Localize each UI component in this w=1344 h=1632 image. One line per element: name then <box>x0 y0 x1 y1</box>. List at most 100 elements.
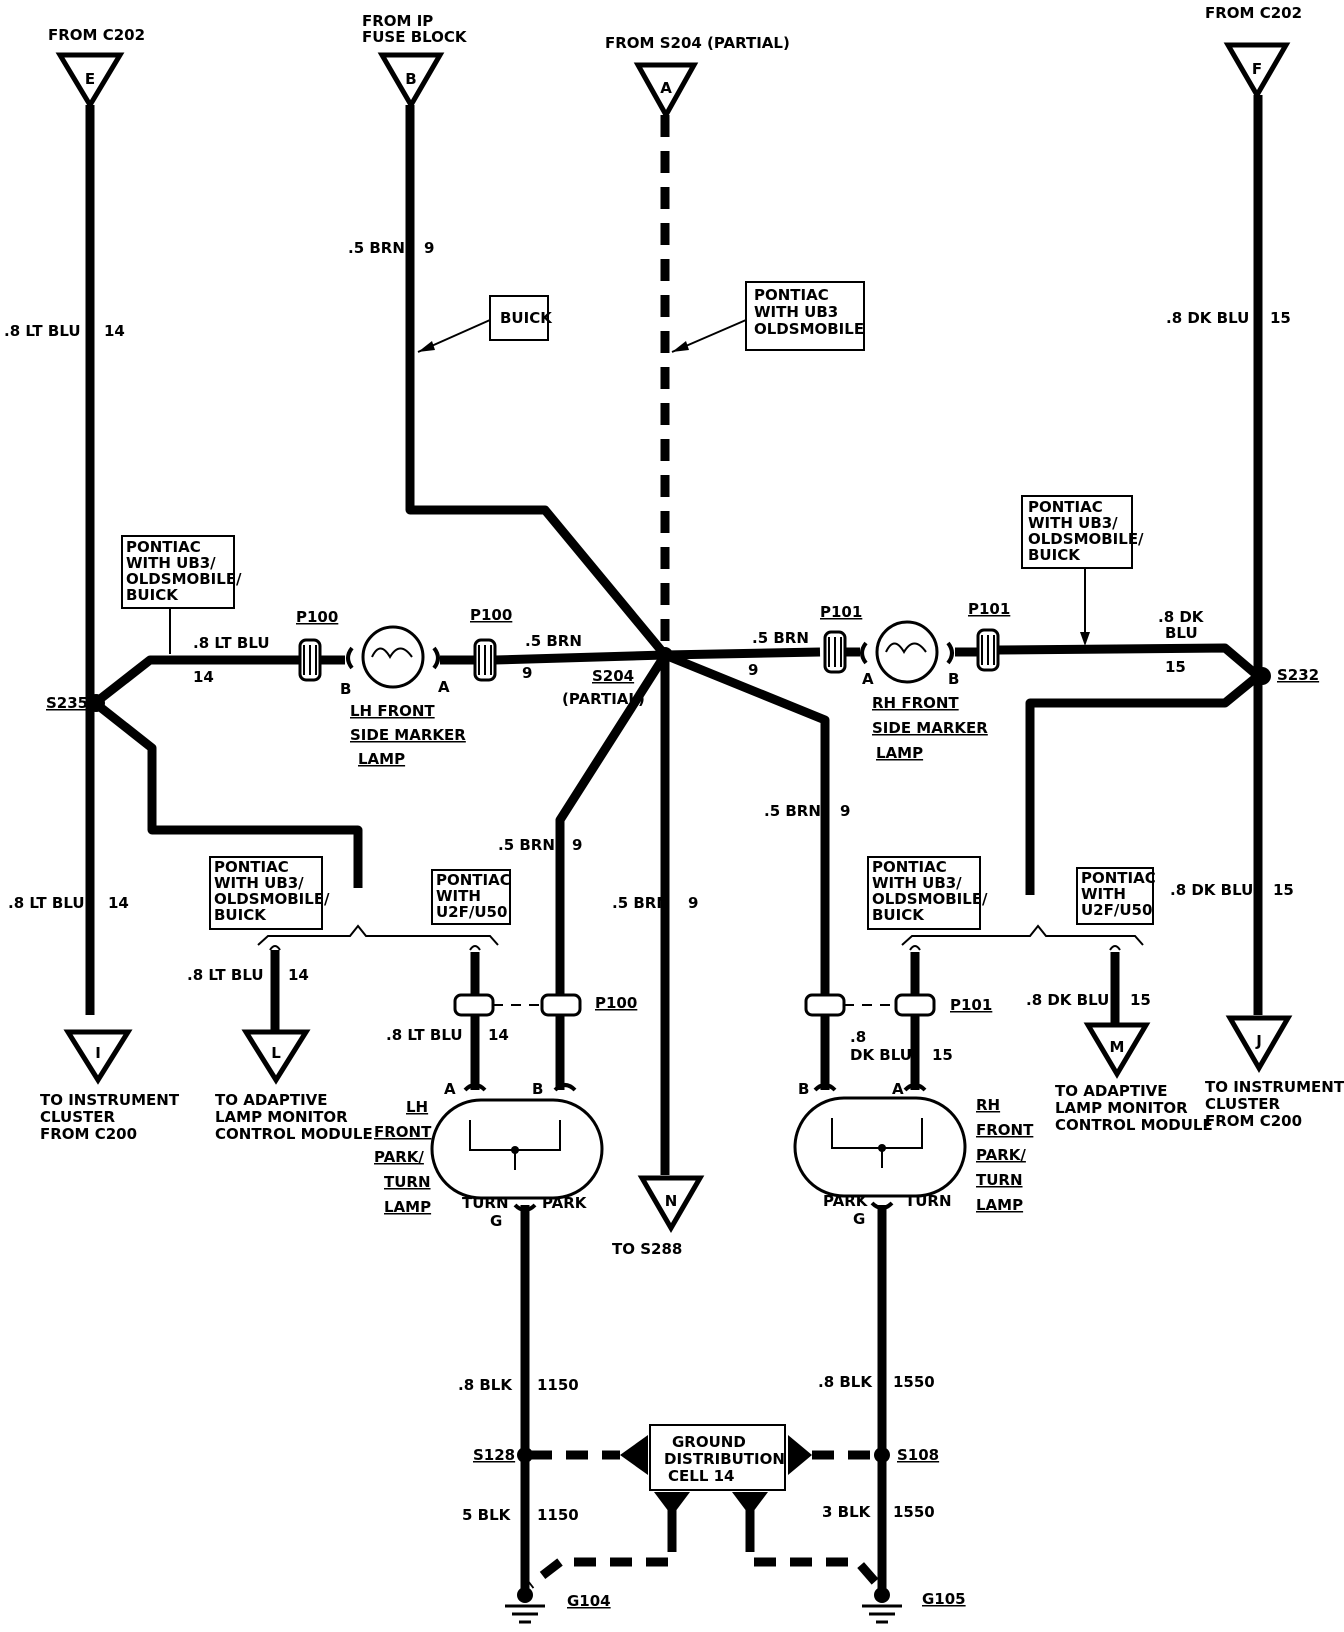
wire-p100-to-s204 <box>494 650 666 665</box>
option-brace-left <box>257 924 499 946</box>
lh-marker-b-circuit: 14 <box>193 668 214 686</box>
lh-lamp-park: PARK <box>542 1194 588 1212</box>
note-right-u2f-1: PONTIAC <box>1081 869 1156 887</box>
inline-p101-rh-a-label: P101 <box>820 603 862 621</box>
note-left-top: PONTIAC WITH UB3/ OLDSMOBILE/ BUICK <box>121 535 242 654</box>
rh-ground-bottom-circuit: 1550 <box>893 1503 935 1521</box>
splice-s235: S235 <box>46 694 105 712</box>
note-right-top-1: PONTIAC <box>1028 498 1103 516</box>
b-wire-color: .5 BRN <box>348 239 405 257</box>
connector-a-from: FROM S204 (PARTIAL) <box>605 34 790 52</box>
note-left-top-1: PONTIAC <box>126 538 201 556</box>
note-left-top-4: BUICK <box>126 586 179 604</box>
ground-g105: G105 <box>862 1587 966 1624</box>
note-pontiac-ub3: PONTIAC WITH UB3 OLDSMOBILE <box>671 281 865 353</box>
inline-p101-rh-a: P101 <box>820 603 862 674</box>
splice-s108: S108 <box>874 1446 939 1464</box>
wire-labels: .8 LT BLU 14 .5 BRN 9 .8 DK BLU 15 .8 LT… <box>4 239 1294 1524</box>
connector-f: F FROM C202 <box>1205 4 1302 100</box>
l-wire-circuit: 14 <box>288 966 309 984</box>
m-wire-color: .8 DK BLU <box>1026 991 1109 1009</box>
option-brace-right <box>901 924 1144 946</box>
rh-marker-b-color-2: BLU <box>1165 624 1198 642</box>
note-pontiac-ub3-1: PONTIAC <box>754 286 829 304</box>
connector-m-letter: M <box>1110 1038 1125 1056</box>
wire-s204-to-lh-p100 <box>555 652 669 1090</box>
connector-f-from: FROM C202 <box>1205 4 1302 22</box>
splice-s108-label: S108 <box>897 1446 939 1464</box>
connector-n: N TO S288 <box>612 1175 705 1258</box>
lh-lamp-name-2: FRONT <box>374 1123 432 1141</box>
splice-s204-label: S204 <box>592 667 634 685</box>
e-wire-color: .8 LT BLU <box>4 322 81 340</box>
inline-p101-lamp: P101 <box>804 993 992 1017</box>
lh-lamp-turn: TURN <box>462 1194 509 1212</box>
lh-ground-bottom-color: 5 BLK <box>462 1506 512 1524</box>
connector-e: E FROM C202 <box>48 26 145 110</box>
lh-lamp-a-color: .8 LT BLU <box>386 1026 463 1044</box>
rh-ground-top-circuit: 1550 <box>893 1373 935 1391</box>
inline-p100-lamp-label: P100 <box>595 994 637 1012</box>
splice-s128-label: S128 <box>473 1446 515 1464</box>
ground-cell-2: DISTRIBUTION <box>664 1450 785 1468</box>
note-right-u2f-2: WITH <box>1081 885 1126 903</box>
note-left-u2f-3: U2F/U50 <box>436 903 507 921</box>
rh-marker-pin-a: A <box>862 670 874 688</box>
ground-g104: G104 <box>505 1587 611 1624</box>
lh-marker-pin-a: A <box>438 678 450 696</box>
rh-marker-b-circuit: 15 <box>1165 658 1186 676</box>
connector-i: I TO INSTRUMENT CLUSTER FROM C200 <box>40 1029 180 1143</box>
connector-j-to-3: FROM C200 <box>1205 1112 1302 1130</box>
lh-park-turn-lamp: A B TURN PARK G LH FRONT PARK/ TURN LAMP <box>374 1080 604 1230</box>
connector-m-to-1: TO ADAPTIVE <box>1055 1082 1168 1100</box>
lh-marker-name-2: SIDE MARKER <box>350 726 466 744</box>
connector-i-to-3: FROM C200 <box>40 1125 137 1143</box>
connector-b: B FROM IP FUSE BLOCK <box>362 12 468 110</box>
lh-lamp-name-5: LAMP <box>384 1198 431 1216</box>
splice-s232: S232 <box>1253 666 1319 685</box>
rh-brn-down-circuit: 9 <box>840 802 850 820</box>
rh-side-marker-lamp: A B RH FRONT SIDE MARKER LAMP <box>860 620 988 762</box>
e-wire-circuit: 14 <box>104 322 125 340</box>
connector-a: A FROM S204 (PARTIAL) <box>605 34 790 121</box>
inline-p100-lh-b: P100 <box>296 608 338 682</box>
l-wire-color: .8 LT BLU <box>187 966 264 984</box>
connector-l-to-1: TO ADAPTIVE <box>215 1091 328 1109</box>
connector-j: J TO INSTRUMENT CLUSTER FROM C200 <box>1205 1015 1344 1130</box>
rh-marker-b-color-1: .8 DK <box>1158 608 1205 626</box>
lh-marker-b-color: .8 LT BLU <box>193 634 270 652</box>
splice-s235-label: S235 <box>46 694 88 712</box>
note-right-mid-2: WITH UB3/ <box>872 874 962 892</box>
ground-cell-1: GROUND <box>672 1433 746 1451</box>
note-right-u2f-3: U2F/U50 <box>1081 901 1152 919</box>
connector-l-to-2: LAMP MONITOR <box>215 1108 348 1126</box>
f-wire-color: .8 DK BLU <box>1166 309 1249 327</box>
note-left-mid-1: PONTIAC <box>214 858 289 876</box>
connector-i-letter: I <box>95 1044 101 1062</box>
inline-p100-lh-a-label: P100 <box>470 606 512 624</box>
rh-lamp-b-1: .8 <box>850 1028 866 1046</box>
rh-marker-name-3: LAMP <box>876 744 923 762</box>
lh-lamp-pin-a: A <box>444 1080 456 1098</box>
rh-lamp-park: PARK <box>823 1192 869 1210</box>
rh-lamp-name-2: FRONT <box>976 1121 1034 1139</box>
lh-lamp-pin-b: B <box>532 1080 543 1098</box>
connector-j-to-2: CLUSTER <box>1205 1095 1280 1113</box>
rh-ground-bottom-color: 3 BLK <box>822 1503 872 1521</box>
note-right-mid-1: PONTIAC <box>872 858 947 876</box>
note-right-top-4: BUICK <box>1028 546 1081 564</box>
connector-m-to-3: CONTROL MODULE <box>1055 1116 1213 1134</box>
connector-n-to: TO S288 <box>612 1240 682 1258</box>
connector-i-to-1: TO INSTRUMENT <box>40 1091 180 1109</box>
note-pontiac-ub3-3: OLDSMOBILE <box>754 320 864 338</box>
lh-marker-name-3: LAMP <box>358 750 405 768</box>
wire-s204-to-rh-p101 <box>663 650 830 1090</box>
connector-l: L TO ADAPTIVE LAMP MONITOR CONTROL MODUL… <box>215 1029 373 1143</box>
n-wire-circuit: 9 <box>688 894 698 912</box>
inline-p101-lamp-label: P101 <box>950 996 992 1014</box>
rh-marker-a-circuit: 9 <box>748 661 758 679</box>
lh-marker-pin-b: B <box>340 680 351 698</box>
connector-j-to-1: TO INSTRUMENT <box>1205 1078 1344 1096</box>
ground-distribution-cell: GROUND DISTRIBUTION CELL 14 <box>620 1424 812 1530</box>
